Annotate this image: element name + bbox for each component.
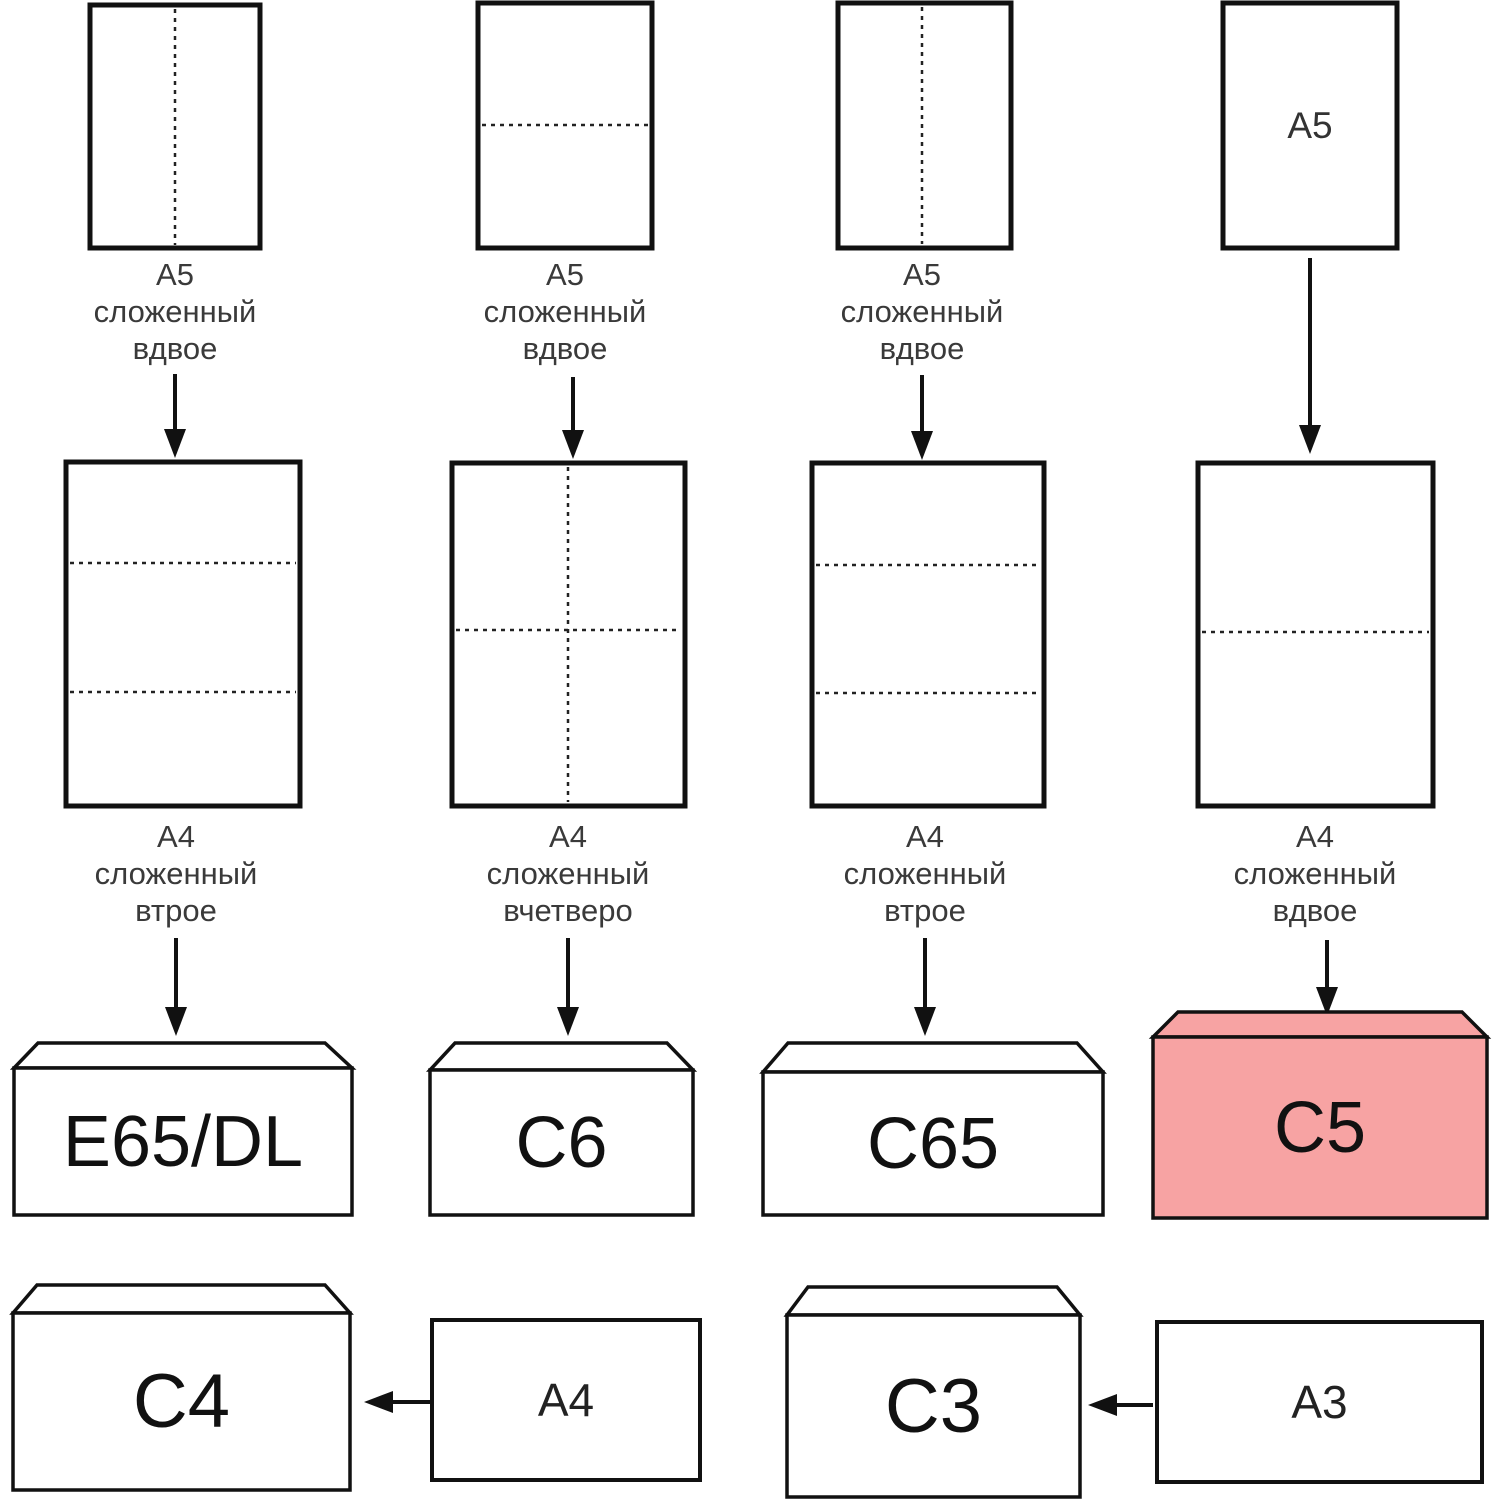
envelope-c65-label: C65: [866, 1103, 1000, 1184]
label-line: сложенный: [483, 294, 647, 329]
fold-label-col1-mid: A4 сложенный втрое: [56, 818, 296, 929]
envelope-e65dl-body: [12, 1066, 354, 1217]
a5-sheet-col4: [1220, 0, 1400, 251]
arrow-down-col1: [164, 374, 186, 458]
envelope-c6-label: C6: [515, 1102, 608, 1183]
envelope-e65dl-label: E65/DL: [62, 1101, 304, 1182]
fold-label-col3-mid: A4 сложенный втрое: [805, 818, 1045, 929]
arrow-down-col2: [562, 377, 584, 459]
a3-sheet-bottom: [1155, 1320, 1484, 1484]
fold-label-col2-mid: A4 сложенный вчетверо: [448, 818, 688, 929]
label-line: сложенный: [486, 856, 650, 891]
label-line: вдвое: [132, 331, 218, 366]
envelope-e65dl: [9, 1041, 357, 1217]
a4-sheet-bottom: [430, 1318, 702, 1482]
fold-label-col1-top: A5 сложенный вдвое: [55, 256, 295, 367]
a4-sheet-col4: [1195, 460, 1436, 809]
a4-sheet-col1: [63, 459, 303, 809]
label-line: втрое: [884, 893, 966, 928]
arrow-down-col1-mid: [165, 938, 187, 1036]
envelope-c65-body: [761, 1070, 1105, 1217]
a5-sheet-col4-label: A5: [1287, 104, 1333, 146]
fold-label-col4-mid: A4 сложенный вдвое: [1195, 818, 1435, 929]
arrow-down-col2-mid: [557, 938, 579, 1036]
label-line: сложенный: [840, 294, 1004, 329]
a4-sheet-bottom-label: A4: [537, 1374, 595, 1426]
envelope-c65: [759, 1041, 1107, 1217]
envelope-c5-highlighted: [1148, 1010, 1492, 1220]
envelope-c6-flap: [425, 1041, 698, 1072]
envelope-c3: [783, 1285, 1084, 1499]
label-line: втрое: [135, 893, 217, 928]
envelope-c5-body: [1151, 1035, 1489, 1220]
label-line: A4: [906, 819, 944, 854]
arrow-down-col4-mid: [1316, 940, 1338, 1016]
arrow-left-a3-to-c3: [1088, 1394, 1153, 1416]
a5-sheet-col3: [835, 0, 1014, 251]
envelope-c4-body: [11, 1311, 352, 1492]
label-line: сложенный: [1233, 856, 1397, 891]
a4-sheet-col3: [809, 460, 1047, 809]
envelope-c5-flap: [1148, 1010, 1492, 1039]
label-line: A4: [157, 819, 195, 854]
arrow-down-col4: [1299, 258, 1321, 454]
label-line: вдвое: [1272, 893, 1358, 928]
envelope-c5-label: C5: [1273, 1087, 1367, 1168]
arrow-down-col3-mid: [914, 938, 936, 1036]
envelope-c4-flap: [9, 1283, 354, 1315]
label-line: вдвое: [522, 331, 608, 366]
envelope-c3-body: [785, 1313, 1082, 1499]
label-line: сложенный: [94, 856, 258, 891]
label-line: A5: [546, 257, 584, 292]
envelope-c3-label: C3: [884, 1363, 983, 1449]
label-line: A5: [903, 257, 941, 292]
label-line: сложенный: [93, 294, 257, 329]
fold-label-col3-top: A5 сложенный вдвое: [802, 256, 1042, 367]
label-line: A4: [1296, 819, 1334, 854]
arrow-down-col3: [911, 375, 933, 460]
label-line: A5: [156, 257, 194, 292]
envelope-c3-flap: [783, 1285, 1084, 1317]
arrow-left-a4-to-c4: [364, 1391, 430, 1413]
envelope-c6-body: [428, 1068, 695, 1217]
envelope-c4-label: C4: [132, 1359, 231, 1444]
envelope-c65-flap: [759, 1041, 1107, 1074]
label-line: вдвое: [879, 331, 965, 366]
label-line: сложенный: [843, 856, 1007, 891]
envelope-c4: [9, 1283, 354, 1492]
fold-label-col2-top: A5 сложенный вдвое: [445, 256, 685, 367]
label-line: A4: [549, 819, 587, 854]
envelope-e65dl-flap: [9, 1041, 357, 1070]
envelope-c6: [425, 1041, 698, 1217]
a3-sheet-bottom-label: A3: [1291, 1376, 1348, 1428]
label-line: вчетверо: [503, 893, 633, 928]
